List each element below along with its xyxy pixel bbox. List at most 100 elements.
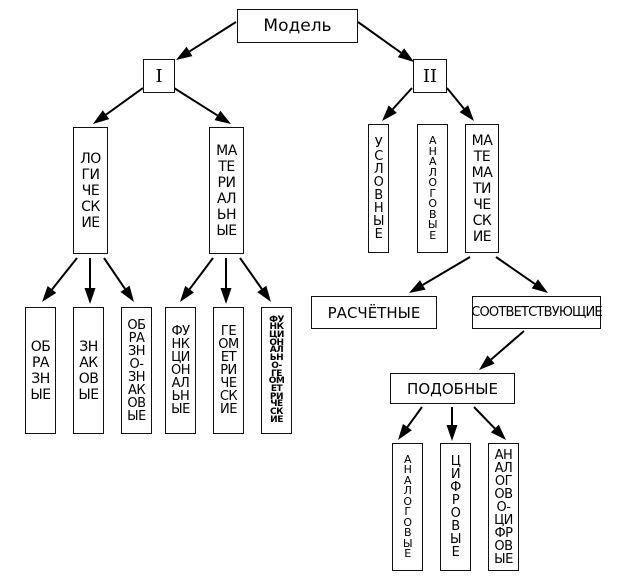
label-segment: АК [79,354,98,371]
branch-2-label: II [422,65,438,87]
label-segment: ТИ [472,180,492,197]
label-segment: Ф [450,480,461,495]
connector-line [239,257,263,290]
corresponding-box: СООТВЕТСТВУЮЩИЕ [471,296,603,329]
label-segment: ТЕ [218,158,235,175]
label-segment: РА [31,354,50,371]
label-segment: ЗН [127,369,146,385]
label-segment: О- [129,356,144,372]
label-segment: О- [496,499,511,515]
label-segment: ЗН [31,370,50,387]
label-segment: ЗН [127,343,146,359]
connector-line [473,406,496,430]
label-segment: ОВ [127,395,146,411]
branch-1-label: I [155,65,163,87]
label-segment: А [428,155,437,168]
label-segment: ЧЕ [270,399,283,410]
root-model-box: Модель [237,9,358,43]
label-segment: ЧЕ [473,196,491,213]
label-segment: Ы [427,218,438,231]
label-segment: В [374,187,383,203]
connector-line [490,330,525,361]
computational-box: РАСЧЁТНЫЕ [311,296,437,329]
label-segment: ЫЕ [216,222,237,239]
label-segment: У [374,135,383,151]
label-segment: ГЕ [220,324,237,339]
label-segment: МА [471,132,493,149]
label-segment: ЗН [79,338,98,355]
label-segment: В [451,519,460,534]
label-segment: О [450,506,461,521]
label-segment: ГЕ [271,368,282,379]
label-segment: Ц [450,454,461,469]
label-segment: ЧЕ [81,182,100,199]
arrowhead-icon [459,105,474,121]
arrowhead-icon [180,285,194,302]
connector-line [51,257,78,291]
arrowhead-icon [84,288,96,304]
label-segment: ОБ [30,338,51,355]
arrowhead-icon [42,286,57,302]
arrowhead-icon [479,355,495,370]
label-segment: Е [451,545,460,560]
label-segment: РИ [217,174,236,191]
connector-line [392,87,413,110]
label-segment: ОВ [494,486,513,502]
computational-label: РАСЧЁТНЫЕ [327,303,421,322]
label-segment: ЫЕ [78,386,99,403]
label-segment: ЕТ [220,350,237,365]
label-segment: Н [403,463,412,476]
label-segment: ОВ [78,370,99,387]
label-segment: ЦИ [494,512,513,528]
label-segment: ЬН [216,206,237,223]
label-segment: ОН [170,363,191,378]
arrowhead-icon [93,110,110,124]
connector-line [188,257,214,290]
label-segment: Л [428,165,437,179]
branch-1-box: I [143,59,175,93]
label-segment: ЬН [171,389,190,404]
label-segment: ОВ [494,538,513,554]
label-segment: ОГ [494,473,513,489]
label-segment: О [428,176,437,189]
label-segment: О [428,197,437,210]
label-segment: ЛО [80,150,101,167]
label-segment: Е [429,228,436,242]
label-segment: ОБ [127,317,146,333]
label-segment: Р [451,493,460,508]
arrowhead-icon [446,425,458,441]
label-segment: МА [216,142,237,159]
arrowhead-icon [176,46,193,60]
arrowhead-icon [257,285,271,302]
label-segment: ЦИ [171,350,190,365]
label-segment: Е [404,547,411,560]
label-segment: НК [171,337,190,352]
label-segment: С [374,148,383,164]
label-segment: ИЕ [472,228,492,245]
label-segment: НК [269,322,284,333]
label-segment: Ы [402,536,413,550]
label-segment: СК [472,212,492,229]
label-segment: О [373,174,384,190]
connector-line [357,21,402,54]
label-segment: ЫЕ [127,408,146,424]
label-segment: Г [429,186,436,200]
label-segment: Е [374,226,383,242]
connector-line [446,87,465,110]
label-segment: ЧЕ [220,376,237,391]
similar-label: ПОДОБНЫЕ [407,379,498,398]
label-segment: РА [128,330,145,346]
arrowhead-icon [120,285,134,302]
arrowhead-icon [398,423,412,440]
